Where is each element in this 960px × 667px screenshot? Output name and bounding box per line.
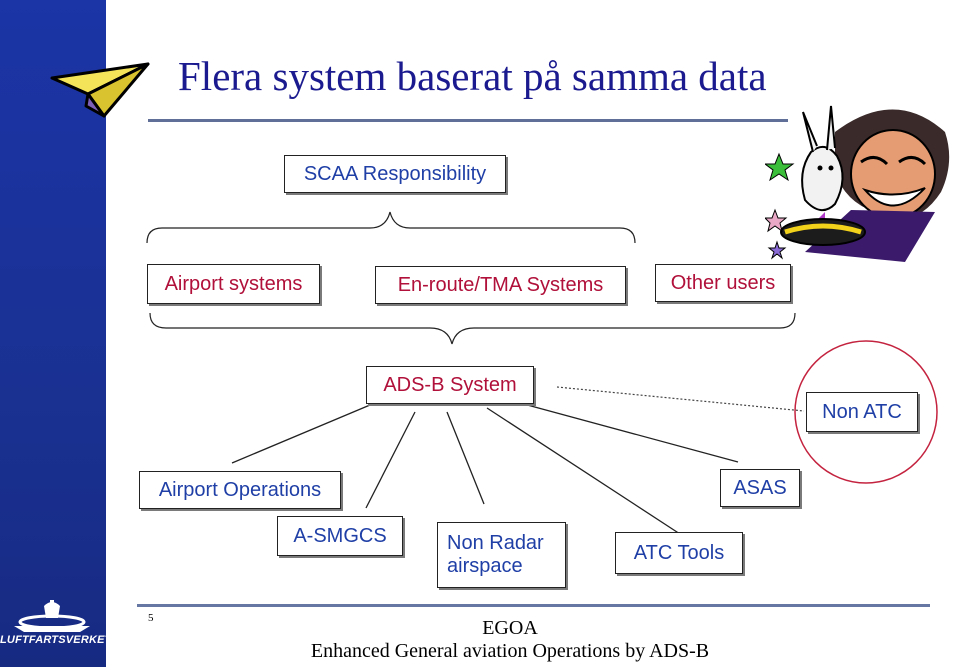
line-to-atc-tools [486,407,681,535]
non-atc-circle [794,340,938,484]
scaa-responsibility-box: SCAA Responsibility [284,155,506,193]
atc-tools-box: ATC Tools [615,532,743,574]
non-radar-airspace-box: Non Radar airspace [437,522,566,588]
footer-rule [137,604,930,607]
magician-clipart-icon [765,105,950,262]
footer-subtitle: Enhanced General aviation Operations by … [310,640,710,662]
adsb-system-box: ADS-B System [366,366,534,404]
paper-plane-icon [50,62,150,118]
upper-brace [146,211,636,244]
lower-brace [149,312,796,345]
line-to-asas [519,402,739,463]
slide-title: Flera system baserat på samma data [178,53,767,99]
airline-logo-icon [14,600,90,632]
logo-text: LUFTFARTSVERKET [0,634,112,646]
line-to-asmgcs [365,411,416,509]
footer-title: EGOA [482,617,538,639]
page-number: 5 [148,612,154,624]
sidebar: LUFTFARTSVERKET [0,0,112,667]
dotted-line-to-non-atc [556,386,805,412]
asmgcs-box: A-SMGCS [277,516,403,556]
line-to-non-radar [446,411,485,505]
enroute-tma-box: En-route/TMA Systems [375,266,626,304]
airport-systems-box: Airport systems [147,264,320,304]
asas-box: ASAS [720,469,800,507]
line-to-airport-operations [231,404,371,464]
non-atc-box: Non ATC [806,392,918,432]
other-users-box: Other users [655,264,791,302]
title-underline [148,119,788,122]
airport-operations-box: Airport Operations [139,471,341,509]
